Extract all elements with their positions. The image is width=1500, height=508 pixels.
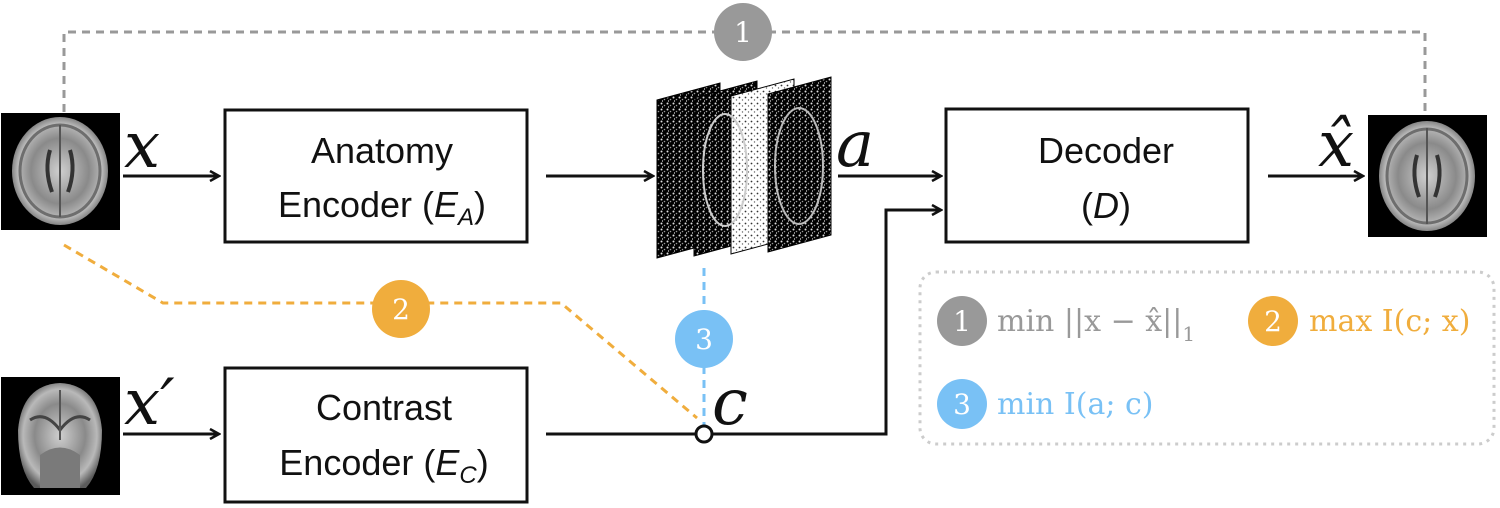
anatomy-encoder-box: Anatomy Encoder (EA) (223, 108, 529, 244)
decoder-line2: (D) (1081, 185, 1131, 226)
legend-badge-3-label: 3 (953, 388, 971, 421)
loss3-mi-path: 3 (675, 268, 733, 428)
loss2-mi-path: 2 (63, 243, 698, 420)
anatomy-encoder-line1: Anatomy (311, 130, 453, 171)
loss1-reconstruction-path: 1 (62, 3, 1427, 112)
anatomy-factor-stack (656, 76, 832, 259)
input-image-x (1, 113, 120, 230)
legend-item-2-text: max I(c; x) (1309, 304, 1470, 339)
loss-legend: 1 min ||x − x̂||1 2 max I(c; x) 3 min I(… (918, 270, 1496, 446)
badge-3 (675, 310, 733, 368)
label-x-hat: x̂ (1318, 108, 1354, 182)
arrow-contrast-to-decoder (546, 210, 941, 436)
label-a: a (836, 108, 874, 182)
legend-item-3-text: min I(a; c) (997, 387, 1154, 422)
legend-badge-2-label: 2 (1264, 305, 1282, 338)
badge-2-label: 2 (392, 293, 410, 326)
c-node (694, 424, 714, 444)
decoder-box: Decoder (D) (944, 107, 1250, 244)
badge-1 (714, 3, 772, 61)
legend-badge-3 (937, 379, 987, 429)
output-image-x-hat (1368, 115, 1487, 237)
label-x: x (124, 109, 160, 183)
label-x-prime: x′ (124, 366, 175, 440)
legend-item-1: 1 min ||x − x̂||1 (937, 296, 1195, 346)
badge-2 (372, 280, 430, 338)
legend-badge-2 (1248, 296, 1298, 346)
contrast-encoder-line1: Contrast (316, 387, 452, 428)
flow-arrows (123, 176, 1363, 434)
input-image-x-prime (1, 377, 120, 495)
badge-1-label: 1 (734, 16, 752, 49)
legend-badge-1-label: 1 (953, 305, 971, 338)
badge-3-label: 3 (695, 323, 713, 356)
legend-badge-1 (937, 296, 987, 346)
contrast-encoder-box: Contrast Encoder (EC) (223, 366, 529, 504)
legend-item-2: 2 max I(c; x) (1248, 296, 1470, 346)
legend-item-1-text: min ||x − x̂||1 (997, 304, 1195, 346)
legend-item-3: 3 min I(a; c) (937, 379, 1154, 429)
contrast-encoder-line2: Encoder (EC) (279, 442, 488, 489)
anatomy-encoder-line2: Encoder (EA) (278, 184, 486, 231)
label-c: c (712, 366, 748, 440)
decoder-line1: Decoder (1038, 130, 1174, 171)
